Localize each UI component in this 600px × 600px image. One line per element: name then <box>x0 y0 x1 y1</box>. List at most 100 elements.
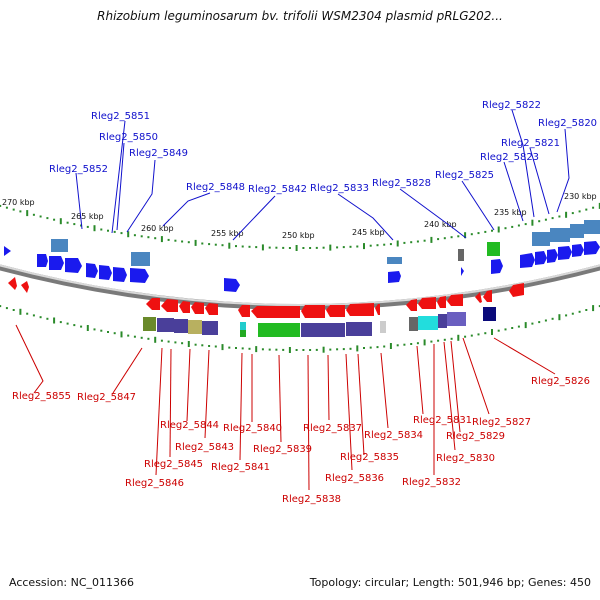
gene-label[interactable]: Rleg2_5821 <box>501 138 560 149</box>
gene-label[interactable]: Rleg2_5845 <box>144 459 203 470</box>
gene-arrow[interactable] <box>37 254 48 267</box>
gene-arrow[interactable] <box>161 299 178 312</box>
gene-arrow[interactable] <box>535 251 547 265</box>
gene-label[interactable]: Rleg2_5838 <box>282 494 341 505</box>
gene-arrow[interactable] <box>475 292 482 303</box>
gene-label[interactable]: Rleg2_5844 <box>160 420 219 431</box>
feature-box[interactable] <box>409 317 418 331</box>
feature-box[interactable] <box>570 224 584 238</box>
gene-label[interactable]: Rleg2_5841 <box>211 462 270 473</box>
gene-arrow[interactable] <box>4 246 11 256</box>
feature-box[interactable] <box>380 321 386 333</box>
gene-arrow[interactable] <box>547 249 558 263</box>
gene-label[interactable]: Rleg2_5842 <box>248 184 307 195</box>
gc-tick <box>100 329 103 332</box>
gene-label[interactable]: Rleg2_5827 <box>472 417 531 428</box>
gene-label[interactable]: Rleg2_5839 <box>253 444 312 455</box>
feature-box[interactable] <box>458 249 464 261</box>
gene-arrow[interactable] <box>520 253 535 268</box>
feature-box[interactable] <box>346 322 372 336</box>
gene-arrow[interactable] <box>99 265 112 280</box>
feature-box[interactable] <box>584 220 600 234</box>
gene-arrow[interactable] <box>406 299 417 311</box>
feature-box[interactable] <box>387 257 402 264</box>
gene-arrow[interactable] <box>572 244 584 257</box>
feature-box[interactable] <box>438 314 447 328</box>
gene-label[interactable]: Rleg2_5848 <box>186 182 245 193</box>
gene-arrow[interactable] <box>483 290 492 302</box>
feature-box[interactable] <box>483 307 496 321</box>
feature-box[interactable] <box>240 330 246 337</box>
gene-arrow[interactable] <box>418 297 436 309</box>
gene-arrow[interactable] <box>113 267 127 282</box>
gene-label[interactable]: Rleg2_5820 <box>538 118 597 129</box>
gene-arrow[interactable] <box>8 277 17 290</box>
reverse-feature-boxes <box>143 307 496 337</box>
gene-arrow[interactable] <box>238 305 250 317</box>
gene-label[interactable]: Rleg2_5823 <box>480 152 539 163</box>
gene-arrow[interactable] <box>491 259 503 274</box>
feature-box[interactable] <box>301 323 345 337</box>
gene-arrow[interactable] <box>437 296 446 308</box>
gene-label[interactable]: Rleg2_5835 <box>340 452 399 463</box>
gene-arrow[interactable] <box>346 303 374 316</box>
gene-arrow[interactable] <box>251 306 300 318</box>
gene-label[interactable]: Rleg2_5855 <box>12 391 71 402</box>
feature-box[interactable] <box>143 317 156 331</box>
gc-tick <box>120 232 123 235</box>
feature-box[interactable] <box>202 321 218 335</box>
gene-label[interactable]: Rleg2_5850 <box>99 132 158 143</box>
feature-box[interactable] <box>174 319 188 333</box>
feature-box[interactable] <box>447 312 466 326</box>
gene-label[interactable]: Rleg2_5849 <box>129 148 188 159</box>
gene-label[interactable]: Rleg2_5836 <box>325 473 384 484</box>
gene-arrow[interactable] <box>558 246 572 260</box>
gene-arrow[interactable] <box>461 267 464 276</box>
gene-arrow[interactable] <box>584 241 600 255</box>
gene-label[interactable]: Rleg2_5847 <box>77 392 136 403</box>
gene-label[interactable]: Rleg2_5822 <box>482 100 541 111</box>
gene-arrow[interactable] <box>191 302 204 314</box>
feature-box[interactable] <box>240 322 246 330</box>
gene-arrow[interactable] <box>447 294 463 306</box>
gene-arrow[interactable] <box>301 305 325 318</box>
gene-label[interactable]: Rleg2_5840 <box>223 423 282 434</box>
gene-arrow[interactable] <box>49 256 64 270</box>
gene-label[interactable]: Rleg2_5828 <box>372 178 431 189</box>
gene-arrow[interactable] <box>205 303 218 315</box>
feature-box[interactable] <box>188 320 202 334</box>
feature-box[interactable] <box>51 239 68 252</box>
gene-label[interactable]: Rleg2_5843 <box>175 442 234 453</box>
gene-label[interactable]: Rleg2_5851 <box>91 111 150 122</box>
gene-label[interactable]: Rleg2_5825 <box>435 170 494 181</box>
gene-label[interactable]: Rleg2_5831 <box>413 415 472 426</box>
feature-box[interactable] <box>532 232 550 246</box>
feature-box[interactable] <box>131 252 150 266</box>
gene-arrow[interactable] <box>179 301 190 313</box>
gene-arrow[interactable] <box>509 283 524 297</box>
gene-arrow[interactable] <box>21 281 29 293</box>
gene-arrow[interactable] <box>224 278 240 292</box>
gene-label[interactable]: Rleg2_5834 <box>364 430 423 441</box>
gene-label[interactable]: Rleg2_5852 <box>49 164 108 175</box>
feature-box[interactable] <box>418 316 438 330</box>
gene-label[interactable]: Rleg2_5833 <box>310 183 369 194</box>
gene-arrow[interactable] <box>326 305 345 317</box>
gene-arrow[interactable] <box>65 258 82 273</box>
gene-label[interactable]: Rleg2_5830 <box>436 453 495 464</box>
gene-arrow[interactable] <box>146 298 160 310</box>
feature-box[interactable] <box>550 228 570 242</box>
feature-box[interactable] <box>258 323 300 337</box>
gene-label[interactable]: Rleg2_5846 <box>125 478 184 489</box>
gc-tick <box>174 239 177 242</box>
gene-label[interactable]: Rleg2_5829 <box>446 431 505 442</box>
gene-label[interactable]: Rleg2_5837 <box>303 423 362 434</box>
gene-arrow[interactable] <box>130 268 149 283</box>
gene-label[interactable]: Rleg2_5832 <box>402 477 461 488</box>
feature-box[interactable] <box>157 318 174 332</box>
gene-arrow[interactable] <box>86 263 98 278</box>
feature-box[interactable] <box>487 242 500 256</box>
gene-arrow[interactable] <box>375 304 380 315</box>
gene-label[interactable]: Rleg2_5826 <box>531 376 590 387</box>
gene-arrow[interactable] <box>388 271 401 283</box>
